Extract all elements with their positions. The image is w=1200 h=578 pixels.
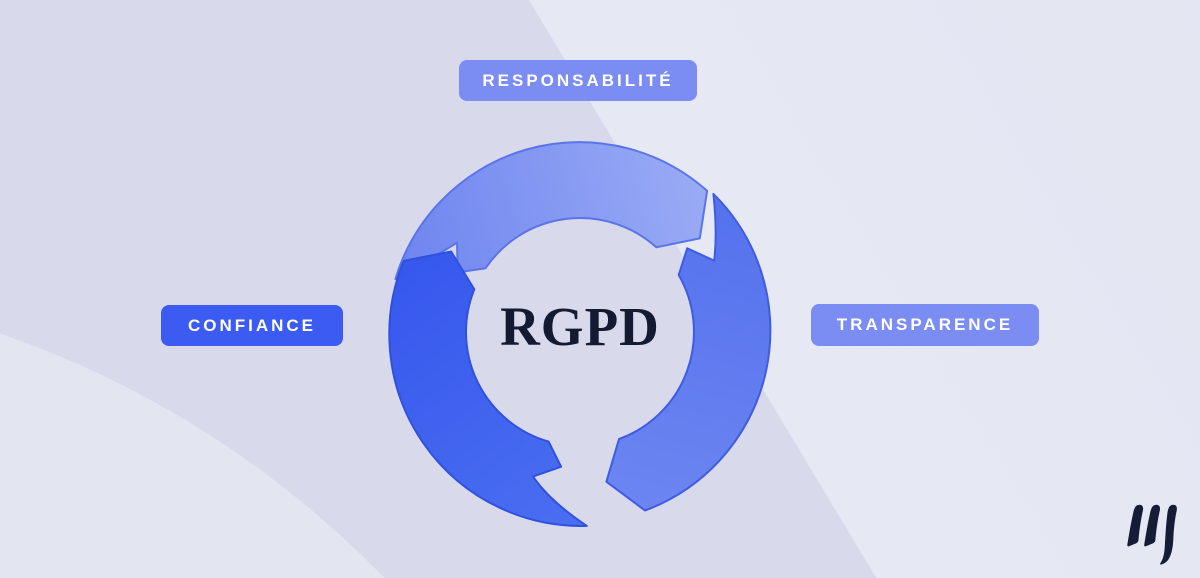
m-logo-icon — [1127, 504, 1177, 565]
label-pill-transparence: TRANSPARENCE — [811, 304, 1039, 346]
rgpd-center-label: RGPD — [500, 296, 660, 357]
m-logo-stroke-3 — [1160, 504, 1177, 565]
m-logo-stroke-2 — [1144, 504, 1161, 547]
label-text-transparence: TRANSPARENCE — [836, 315, 1014, 334]
cycle-arc-right — [605, 192, 772, 512]
label-text-responsabilite: RESPONSABILITÉ — [482, 70, 674, 90]
label-pill-confiance: CONFIANCE — [161, 305, 343, 346]
cycle-arc-left — [388, 250, 588, 527]
label-text-confiance: CONFIANCE — [187, 315, 317, 335]
cycle-diagram — [388, 141, 772, 527]
cycle-arc-top — [394, 141, 709, 281]
label-pill-responsabilite: RESPONSABILITÉ — [459, 60, 697, 101]
m-logo-stroke-1 — [1127, 504, 1144, 547]
